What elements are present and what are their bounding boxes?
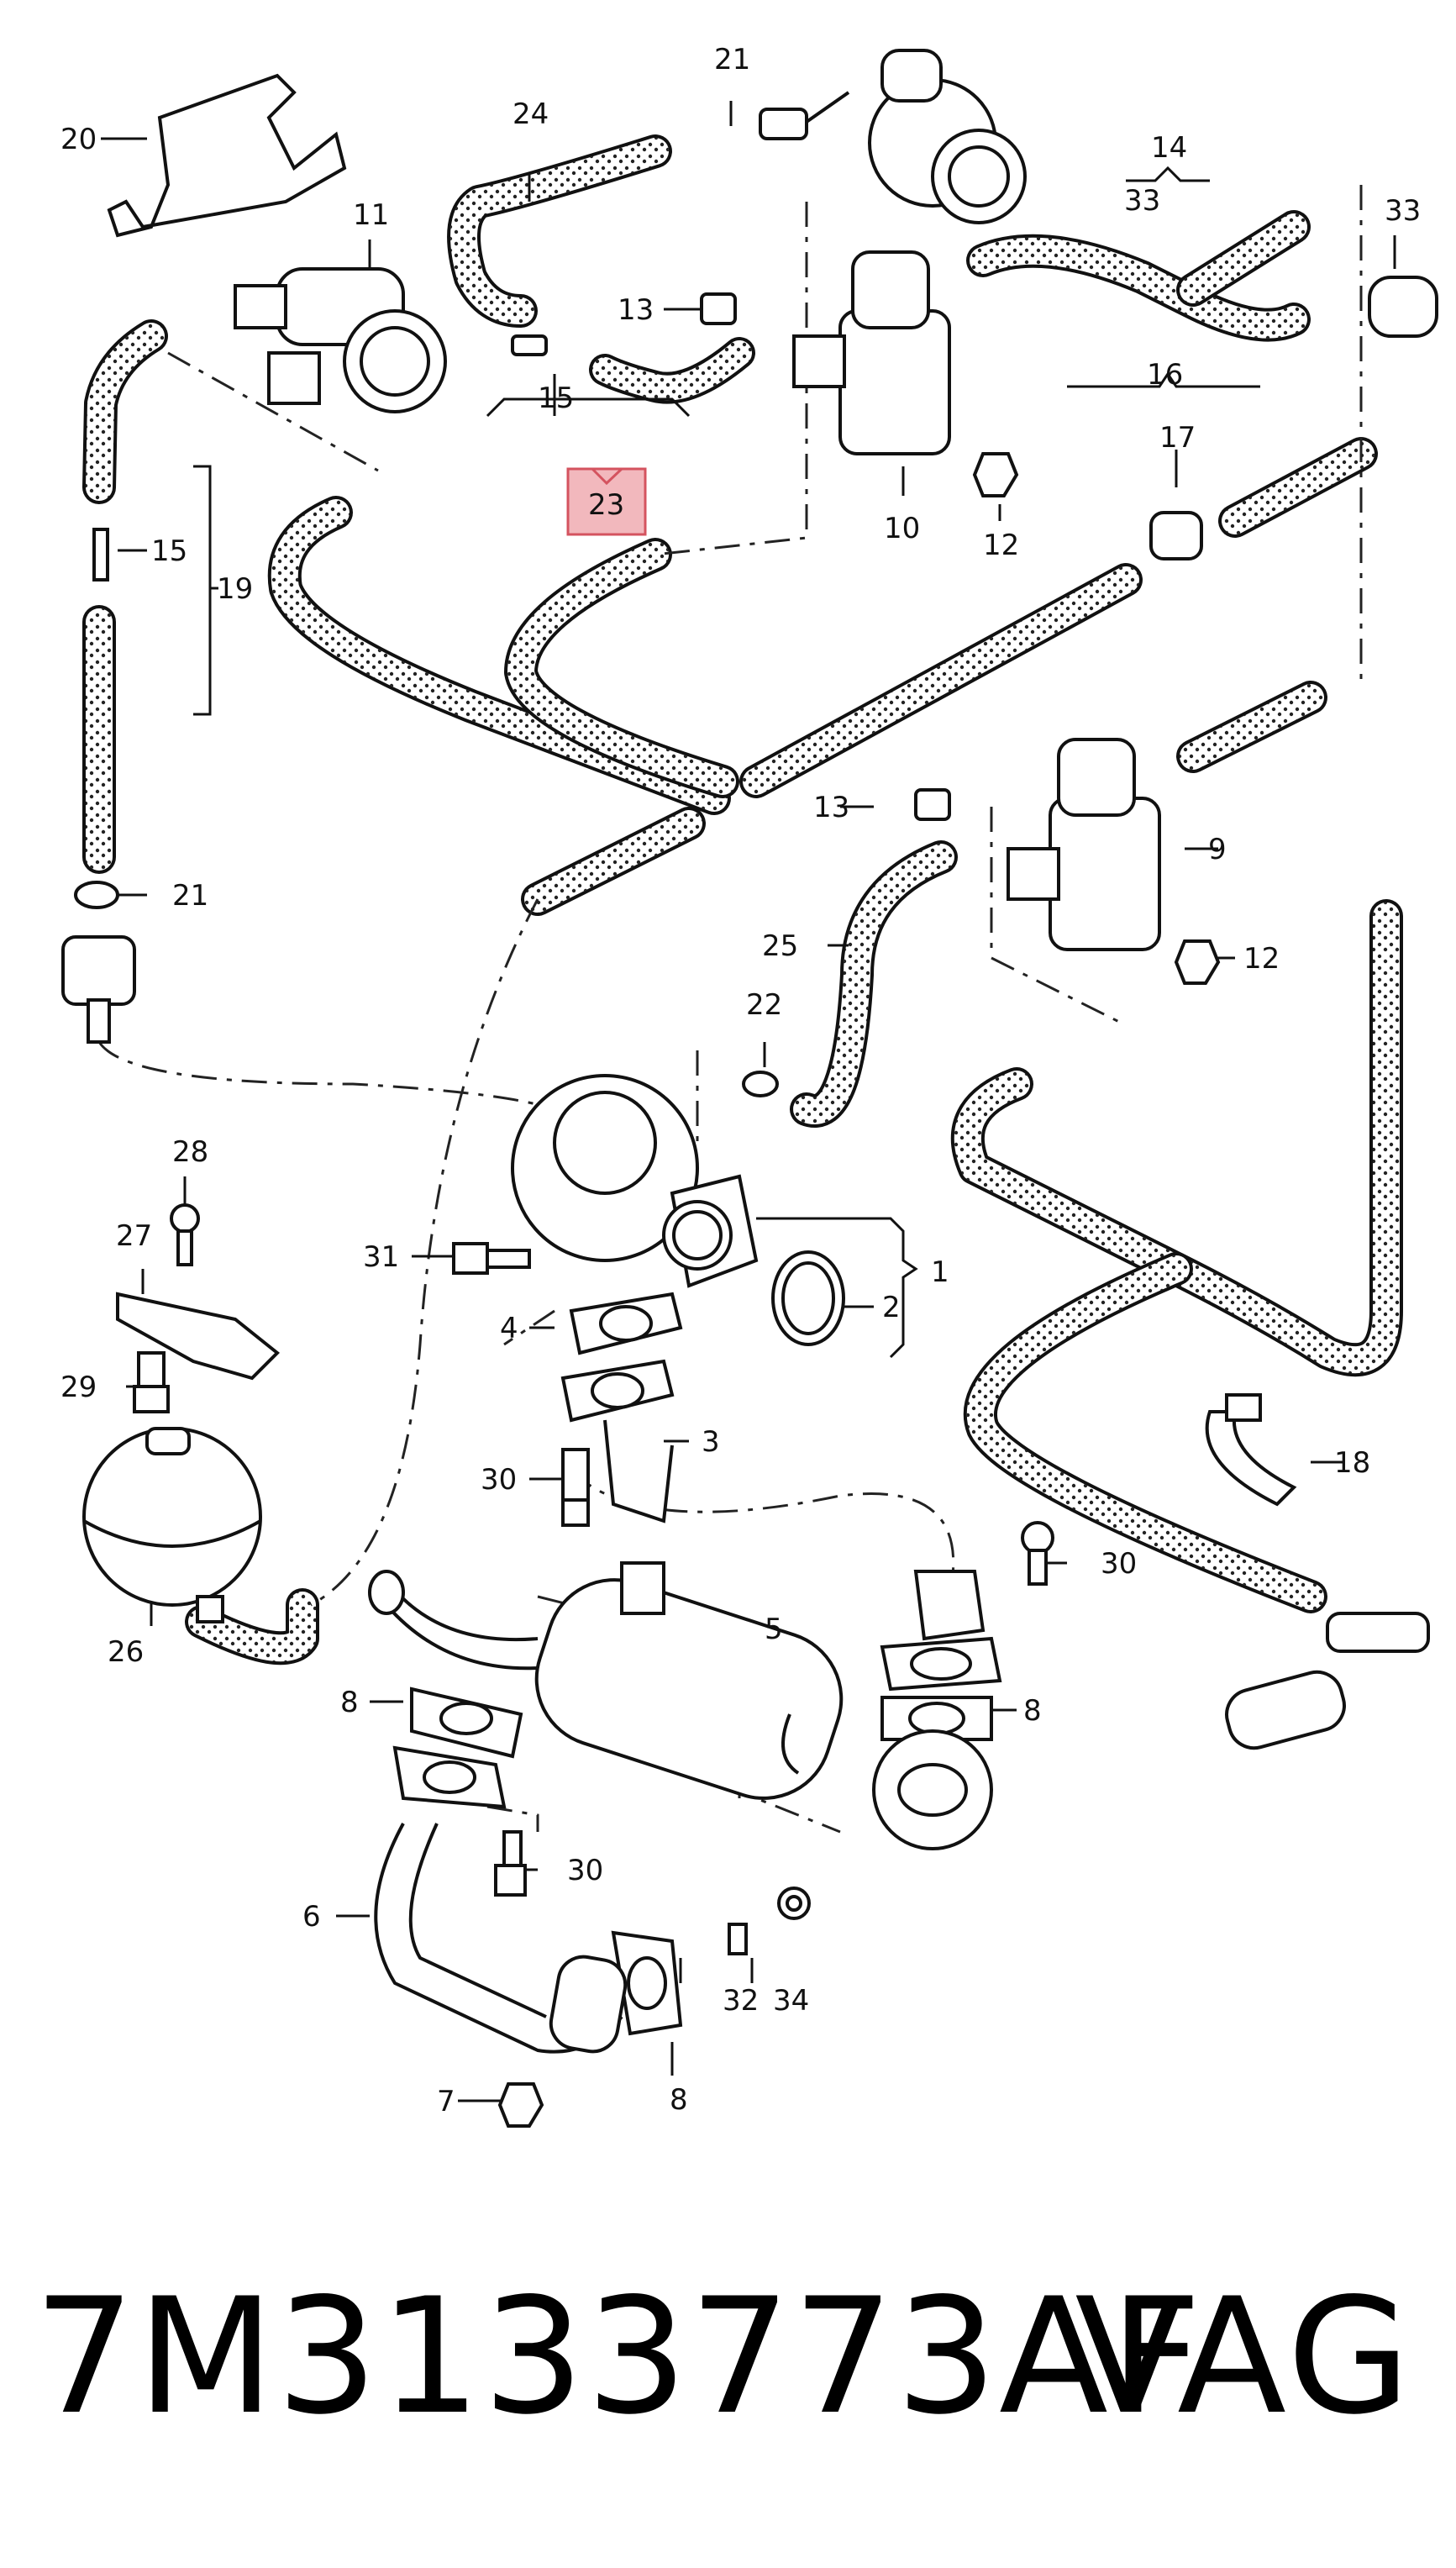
callout-8c: 8 — [670, 2083, 688, 2117]
callout-6: 6 — [302, 1900, 321, 1934]
bracket-20 — [107, 73, 347, 238]
callout-10: 10 — [884, 512, 920, 545]
highlight-pointer-23 — [591, 467, 623, 486]
callout-24: 24 — [512, 97, 549, 131]
callout-33b: 33 — [1385, 194, 1421, 228]
egr-cooler-5 — [534, 1578, 844, 1800]
callout-12b: 12 — [1243, 942, 1280, 976]
callout-30b: 30 — [1101, 1547, 1137, 1581]
callout-32: 32 — [723, 1984, 759, 2018]
callout-11: 11 — [353, 198, 389, 232]
callout-25: 25 — [762, 929, 798, 963]
callout-2: 2 — [882, 1291, 901, 1324]
callout-15a: 15 — [538, 382, 574, 415]
callout-12a: 12 — [983, 529, 1019, 562]
callout-33a: 33 — [1124, 184, 1160, 218]
callout-4: 4 — [500, 1312, 518, 1345]
callout-27: 27 — [116, 1219, 152, 1253]
callout-21b: 21 — [172, 879, 208, 913]
callout-5: 5 — [765, 1613, 783, 1646]
components — [61, 49, 1438, 2128]
callout-13b: 13 — [813, 791, 849, 824]
hoses — [82, 134, 1403, 1666]
brand-name: VAG — [1075, 2264, 1414, 2450]
callout-30c: 30 — [567, 1854, 603, 1887]
callout-31: 31 — [363, 1240, 399, 1274]
callout-8b: 8 — [1023, 1694, 1042, 1728]
callout-8a: 8 — [340, 1686, 359, 1719]
callout-3: 3 — [702, 1425, 720, 1459]
callout-numbers: 1 2 3 4 5 6 7 8 8 8 9 10 11 12 12 13 13 … — [60, 43, 1421, 2118]
solenoid-valve-10 — [838, 309, 951, 455]
callout-16: 16 — [1147, 358, 1183, 392]
callout-29: 29 — [60, 1371, 97, 1404]
solenoid-valve-9 — [1049, 797, 1161, 951]
callout-13a: 13 — [618, 293, 654, 327]
callout-23: 23 — [588, 488, 624, 522]
part-number: 7M3133773AF — [34, 2264, 1204, 2450]
callout-28: 28 — [172, 1135, 208, 1169]
callout-22: 22 — [746, 988, 782, 1022]
callout-9: 9 — [1208, 833, 1227, 866]
callout-1: 1 — [931, 1255, 949, 1289]
callout-26: 26 — [108, 1635, 144, 1669]
callout-14: 14 — [1151, 131, 1187, 165]
highlight-box-23 — [566, 467, 647, 536]
callout-7: 7 — [437, 2085, 455, 2118]
callout-20: 20 — [60, 123, 97, 156]
callout-30a: 30 — [481, 1463, 517, 1497]
callout-34: 34 — [773, 1984, 809, 2018]
callout-19: 19 — [217, 572, 253, 606]
callout-15b: 15 — [151, 534, 187, 568]
callout-17: 17 — [1159, 421, 1196, 455]
callout-21a: 21 — [714, 43, 750, 76]
callout-18: 18 — [1334, 1446, 1370, 1480]
